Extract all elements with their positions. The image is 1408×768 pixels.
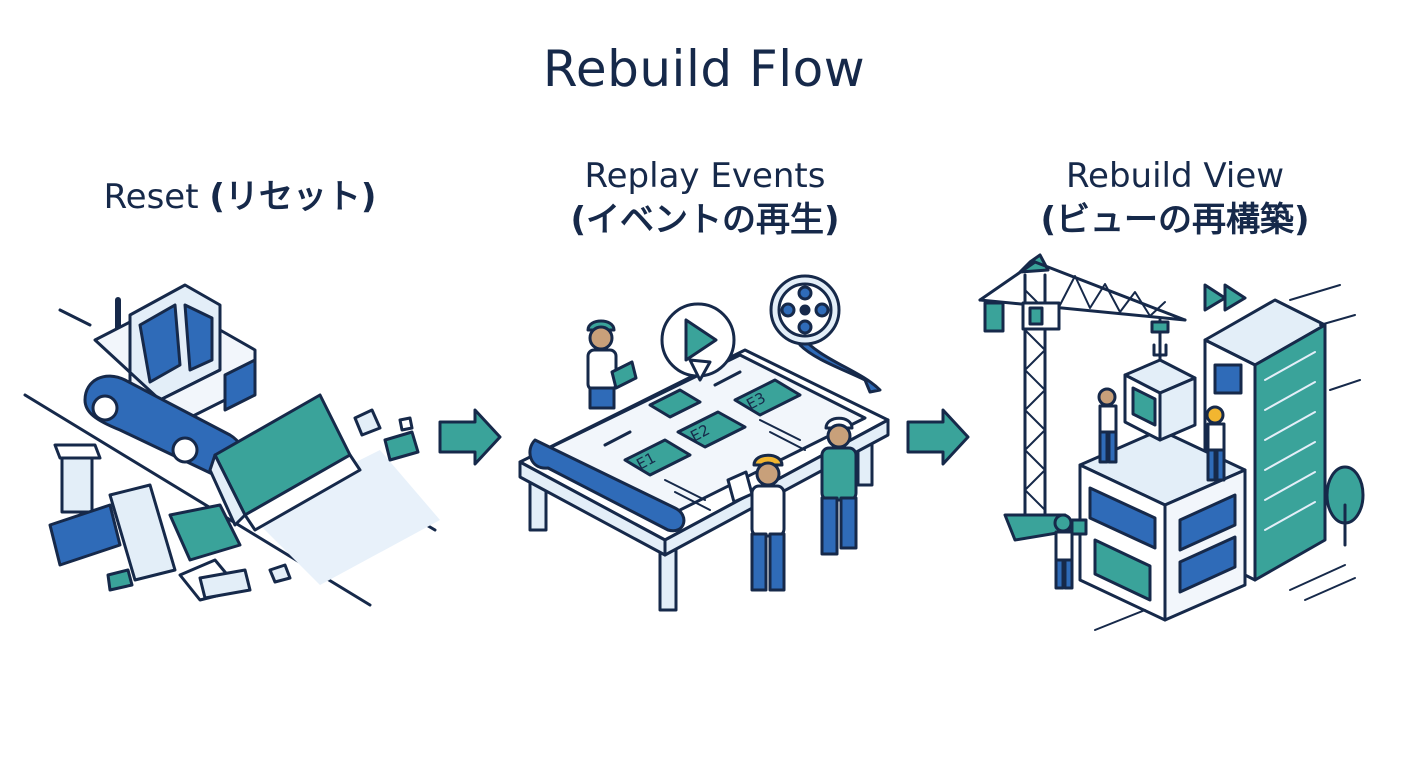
worker-with-clipboard — [726, 453, 786, 592]
crane-icon — [978, 253, 1187, 542]
debris — [383, 430, 420, 462]
replay-illustration: E1 E2 E3 — [518, 274, 890, 612]
bulldozer-illustration — [23, 283, 440, 607]
rubble-plank — [198, 568, 252, 600]
stage-replay-en: Replay Events — [584, 156, 826, 196]
flow-arrow-right — [438, 408, 502, 466]
motion-line — [1094, 609, 1146, 631]
event-card-e2: E2 — [676, 410, 747, 449]
stage-replay-jp: (イベントの再生) — [570, 200, 840, 240]
flow-arrow-right — [906, 408, 970, 466]
pillar-cap — [53, 443, 102, 460]
diagram-title: Rebuild Flow — [542, 40, 866, 98]
worker-on-roof — [1205, 405, 1226, 482]
motion-line — [1319, 314, 1356, 326]
flow-mini-arrow — [713, 370, 742, 387]
cab-window — [138, 303, 182, 384]
debris — [353, 408, 382, 437]
text-line — [759, 419, 801, 441]
broken-pillar — [60, 450, 94, 514]
debris — [268, 563, 292, 584]
stage-label-rebuild: Rebuild View (ビューの再構築) — [990, 154, 1360, 242]
engine-grill — [223, 358, 257, 412]
worker-with-tablet — [586, 319, 638, 410]
rubble-beam — [108, 483, 177, 582]
text-line — [769, 431, 806, 451]
motion-line — [58, 308, 92, 327]
cab-window-side — [183, 303, 214, 372]
worker-carrying-box — [1053, 513, 1088, 590]
film-reel-icon — [769, 274, 882, 394]
lower-building — [1078, 428, 1247, 622]
track-wheel — [91, 394, 119, 422]
event-card-e3: E3 — [733, 378, 802, 417]
blade-side — [208, 453, 247, 527]
motion-line — [1304, 577, 1356, 601]
motion-line — [1289, 564, 1346, 591]
event-card-small — [648, 388, 702, 419]
stage-rebuild-en: Rebuild View — [1065, 156, 1285, 196]
blade-teeth — [243, 453, 362, 532]
debris — [398, 416, 414, 432]
debris — [106, 568, 134, 592]
stage-reset-en: Reset — [103, 177, 199, 217]
stage-label-replay: Replay Events (イベントの再生) — [520, 154, 890, 242]
fast-forward-icon — [1203, 283, 1227, 312]
text-line — [674, 491, 711, 511]
stage-label-reset: Reset (リセット) — [60, 175, 420, 219]
motion-line — [1329, 379, 1361, 391]
fast-forward-icon — [1223, 283, 1247, 312]
rubble-block — [48, 503, 122, 567]
stage-rebuild-jp: (ビューの再構築) — [1040, 200, 1310, 240]
track-wheel — [171, 436, 199, 464]
worker-standing — [820, 416, 858, 556]
rebuild-illustration — [978, 253, 1365, 631]
cleared-ground — [250, 450, 440, 585]
tree-icon — [1325, 465, 1365, 547]
text-line — [664, 479, 706, 501]
stage-reset-jp: (リセット) — [209, 177, 377, 217]
worker-on-roof — [1097, 387, 1118, 464]
flow-mini-arrow — [603, 430, 632, 447]
play-icon — [660, 302, 736, 382]
motion-line — [1289, 284, 1341, 301]
blueprint-roll — [528, 438, 686, 533]
rubble-shard — [168, 503, 242, 562]
building-module — [1123, 358, 1197, 442]
